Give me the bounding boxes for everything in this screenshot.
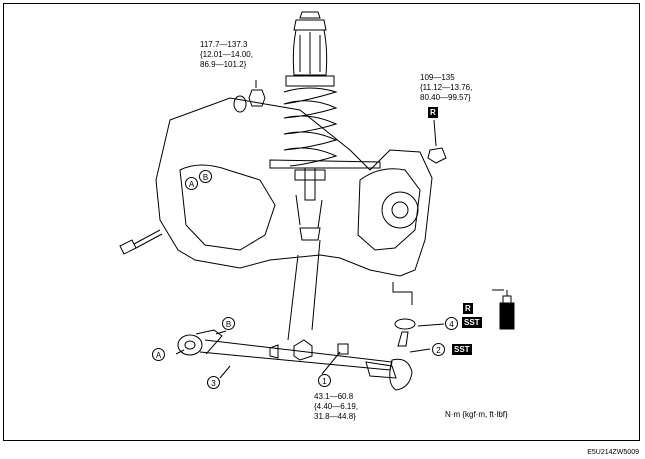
torque-line: 43.1—60.8 bbox=[314, 392, 354, 401]
strut-assembly bbox=[285, 11, 335, 87]
callout-a-upper: A bbox=[185, 177, 198, 190]
replace-badge-upper: R bbox=[428, 107, 438, 118]
torque-line: {4.40—6.19, bbox=[314, 402, 359, 411]
torque-line: {12.01—14.00, bbox=[200, 50, 253, 59]
torque-spec-lower: 43.1—60.8 {4.40—6.19, 31.8—44.8} bbox=[314, 392, 358, 422]
grease-can-icon bbox=[492, 289, 515, 330]
callout-b-upper: B bbox=[199, 170, 212, 183]
nut-4 bbox=[394, 318, 416, 330]
torque-line: 109—135 bbox=[420, 73, 455, 82]
torque-line: 31.8—44.8} bbox=[314, 412, 356, 421]
sst-badge-lower: SST bbox=[452, 344, 472, 355]
torque-spec-upper-right: 109—135 {11.12—13.76, 80.40—99.57} bbox=[420, 73, 472, 103]
stabilizer-bar bbox=[269, 159, 381, 169]
replace-badge-lower: R bbox=[463, 303, 473, 314]
callout-a-lower: A bbox=[152, 348, 165, 361]
callout-2: 2 bbox=[432, 343, 445, 356]
callout-4: 4 bbox=[445, 317, 458, 330]
torque-line: 80.40—99.57} bbox=[420, 93, 471, 102]
bolt-icon bbox=[119, 229, 163, 255]
flange-nut bbox=[427, 147, 447, 164]
torque-units: N·m {kgf·m, ft·lbf} bbox=[445, 410, 508, 419]
strut-shock bbox=[304, 168, 316, 201]
torque-spec-upper-left: 117.7—137.3 {12.01—14.00, 86.9—101.2} bbox=[200, 40, 253, 70]
callout-1: 1 bbox=[318, 374, 331, 387]
callout-b-lower: B bbox=[222, 317, 235, 330]
torque-line: 117.7—137.3 bbox=[200, 40, 248, 49]
washer-icon bbox=[233, 95, 247, 113]
lateral-link bbox=[177, 329, 413, 391]
nut-icon bbox=[248, 89, 266, 107]
torque-line: 86.9—101.2} bbox=[200, 60, 247, 69]
sst-badge-upper: SST bbox=[462, 317, 482, 328]
torque-line: {11.12—13.76, bbox=[420, 83, 473, 92]
callout-3: 3 bbox=[207, 376, 220, 389]
crossmember-body bbox=[155, 97, 433, 277]
figure-code: E5U214ZW5009 bbox=[587, 449, 639, 456]
diagram-frame bbox=[3, 3, 640, 441]
coil-spring-icon bbox=[283, 87, 338, 167]
